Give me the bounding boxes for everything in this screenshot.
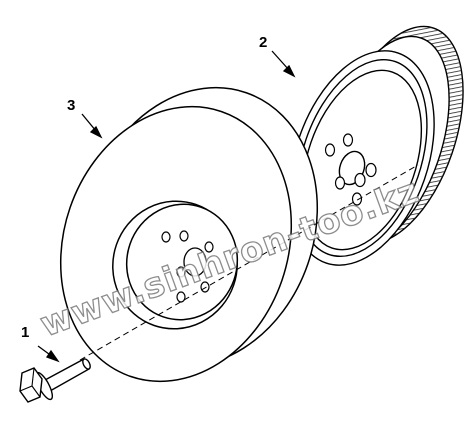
callout-label-1: 1: [21, 324, 30, 341]
pulley-bolt-hole: [354, 172, 366, 188]
bolt: [19, 358, 91, 403]
damper-bolt-hole: [200, 281, 210, 293]
damper-bolt-hole: [161, 231, 171, 243]
pulley-bolt-hole: [351, 192, 363, 206]
damper-bolt-hole: [176, 291, 186, 303]
damper-hub: [183, 247, 207, 277]
callout-label-3: 3: [67, 97, 76, 114]
leader-arrow-1: [37, 345, 60, 363]
bolt-shank: [44, 358, 90, 392]
crank-pulley: [289, 25, 464, 266]
assembly-axis: [79, 164, 419, 361]
damper-bolt-hole: [179, 230, 189, 242]
damper-bolt-holes: [161, 230, 214, 303]
pulley-bolt-hole: [334, 176, 346, 190]
damper-ring: [59, 86, 319, 383]
leader-arrow-2: [271, 50, 296, 78]
damper-bore: [112, 200, 239, 330]
pulley-bolt-hole: [365, 162, 377, 178]
damper-bolt-hole: [204, 241, 214, 253]
damper-bolt-hole: [176, 266, 186, 278]
leader-arrow-3: [81, 113, 103, 139]
leader-arrows: [37, 50, 296, 363]
pulley-bolt-hole: [324, 143, 336, 157]
pulley-bolt-holes: [324, 133, 377, 206]
callout-label-2: 2: [259, 34, 268, 51]
pulley-bolt-hole: [342, 133, 354, 147]
